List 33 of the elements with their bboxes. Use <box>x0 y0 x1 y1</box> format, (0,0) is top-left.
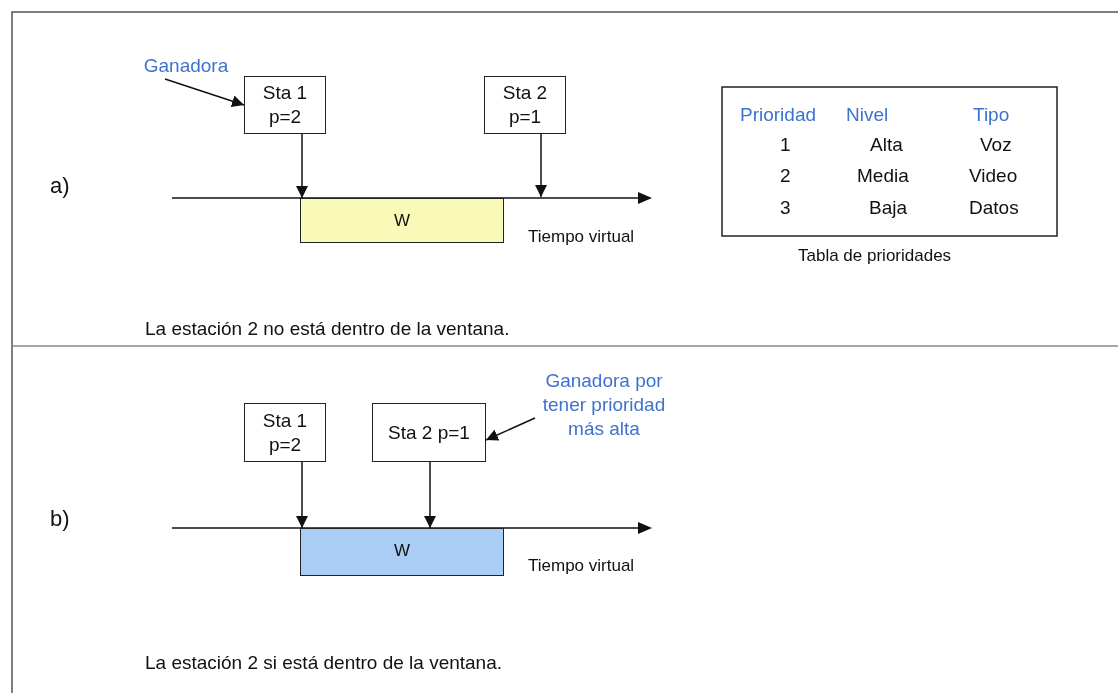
axis-label: Tiempo virtual <box>528 555 635 577</box>
table-header: Nivel <box>846 104 889 126</box>
arrow <box>296 461 308 529</box>
table-cell: Voz <box>980 134 1012 156</box>
table-cell: 2 <box>780 165 791 187</box>
arrow <box>535 133 547 198</box>
station-box: Sta 2 p=1 <box>372 403 486 462</box>
arrow <box>485 417 536 441</box>
axis-label: Tiempo virtual <box>528 226 635 248</box>
table-cell: Datos <box>969 197 1019 219</box>
arrow <box>164 78 245 107</box>
winner-label: Ganadora por tener prioridad más alta <box>535 358 673 452</box>
caption: La estación 2 no está dentro de la ventana. <box>145 318 510 340</box>
table-caption: Tabla de prioridades <box>798 245 952 267</box>
table-cell: Baja <box>869 197 908 219</box>
panel-label: a) <box>50 175 70 197</box>
window-box: W <box>300 528 504 576</box>
table-cell: 1 <box>780 134 791 156</box>
table-cell: Media <box>857 165 909 187</box>
arrow <box>296 133 308 199</box>
table-cell: Alta <box>870 134 903 156</box>
station-box: Sta 1 p=2 <box>244 76 326 134</box>
station-box: Sta 1 p=2 <box>244 403 326 462</box>
window-box: W <box>300 198 504 243</box>
arrow <box>424 461 436 529</box>
table-cell: 3 <box>780 197 791 219</box>
table-cell: Video <box>969 165 1018 187</box>
caption: La estación 2 si está dentro de la ventana. <box>145 652 503 674</box>
table-header: Prioridad <box>740 104 817 126</box>
winner-label: Ganadora <box>140 53 232 79</box>
panel-label: b) <box>50 508 70 530</box>
station-box: Sta 2 p=1 <box>484 76 566 134</box>
table-header: Tipo <box>973 104 1010 126</box>
